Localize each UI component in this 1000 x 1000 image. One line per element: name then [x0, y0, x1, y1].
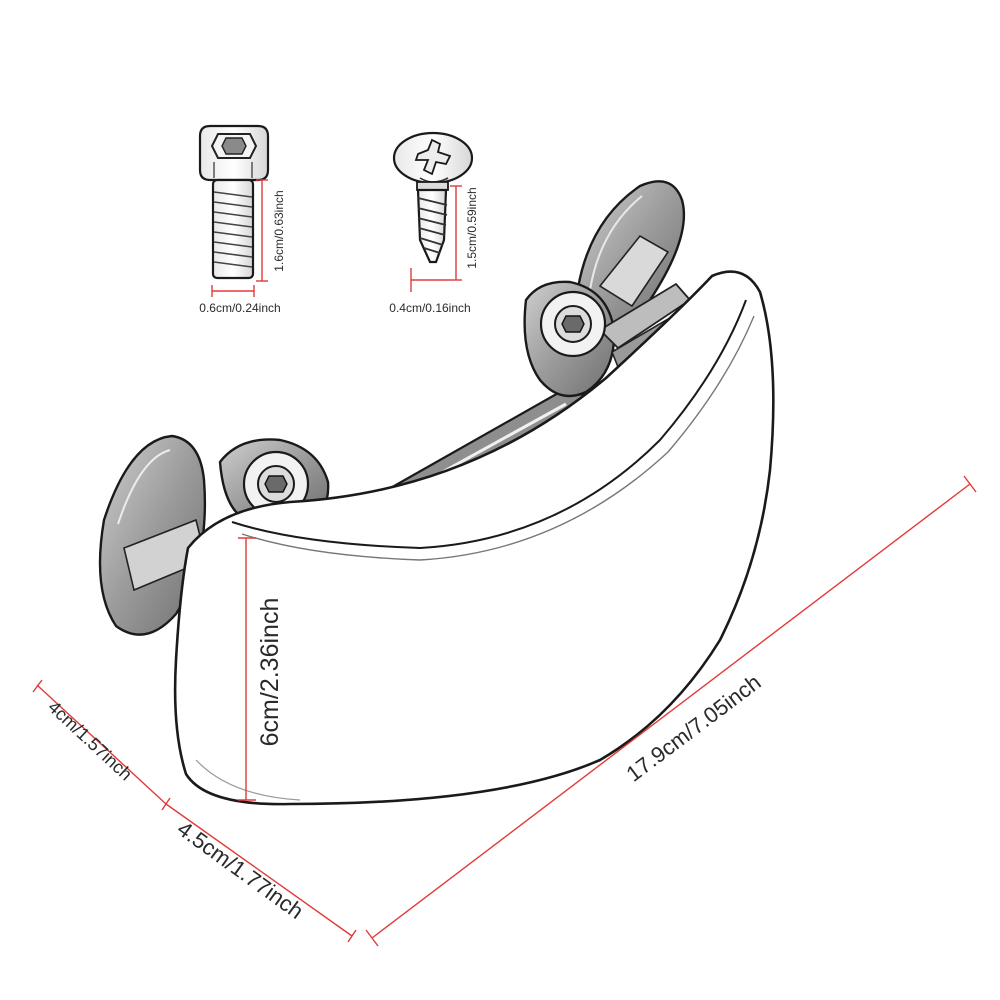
phillips-self-tapping-screw: 1.5cm/0.59inch 0.4cm/0.16inch	[389, 131, 479, 315]
visor-height-dimension-line	[238, 537, 256, 801]
hex-screw-length-dimension-line	[256, 179, 268, 282]
phillips-screw-length-dimension-line	[450, 185, 462, 281]
visor-width-dimension-line	[365, 475, 977, 947]
phillips-screw-length-label: 1.5cm/0.59inch	[465, 187, 479, 268]
visor-depth-dimension-line	[165, 803, 357, 943]
visor-lens	[173, 270, 775, 806]
phillips-screw-shank	[416, 181, 449, 264]
phillips-screw-diameter-label: 0.4cm/0.16inch	[389, 301, 470, 315]
hex-screw-diameter-dimension-line	[211, 285, 255, 297]
hex-socket-screw: 1.6cm/0.63inch 0.6cm/0.24inch	[198, 124, 286, 315]
hex-screw-length-label: 1.6cm/0.63inch	[272, 190, 286, 271]
hex-bolt-icon-right	[539, 290, 607, 358]
hex-bolt-icon-left	[242, 450, 310, 518]
phillips-screw-diameter-dimension-line	[410, 268, 450, 292]
phillips-screw-head	[392, 131, 474, 185]
hex-screw-head	[198, 124, 270, 182]
visor-side-label: 4cm/1.57inch	[44, 697, 136, 785]
hex-screw-diameter-label: 0.6cm/0.24inch	[199, 301, 280, 315]
visor-height-label: 6cm/2.36inch	[256, 598, 284, 747]
visor-assembly	[98, 180, 775, 806]
hex-screw-shank	[211, 178, 255, 280]
mounting-plate-left	[98, 434, 207, 636]
visor-depth-label: 4.5cm/1.77inch	[173, 816, 308, 924]
